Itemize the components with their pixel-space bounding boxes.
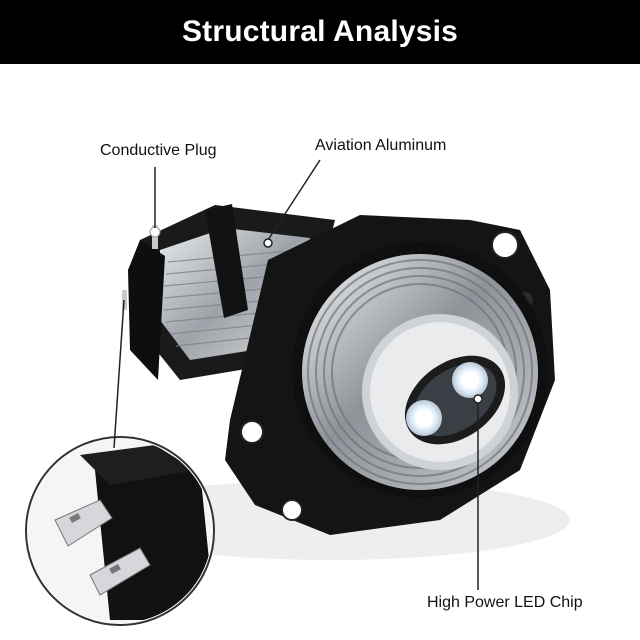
connector-detail-inset xyxy=(25,436,215,626)
callout-line-aluminum xyxy=(267,159,321,241)
page-title: Structural Analysis xyxy=(181,15,459,48)
blade-terminal-1 xyxy=(54,499,113,547)
led-chip-2 xyxy=(406,400,442,436)
label-aviation-aluminum: Aviation Aluminum xyxy=(315,137,447,154)
label-high-power-led-chip: High Power LED Chip xyxy=(427,594,583,611)
callout-line-inset xyxy=(113,299,125,449)
blade-terminal-2 xyxy=(89,547,151,596)
callout-dot-aluminum xyxy=(263,238,273,248)
header-banner: Structural Analysis xyxy=(0,0,640,64)
label-conductive-plug: Conductive Plug xyxy=(100,142,217,159)
led-chip-1 xyxy=(452,362,488,398)
callout-dot-led xyxy=(473,394,483,404)
front-aluminum-ring xyxy=(292,242,548,498)
